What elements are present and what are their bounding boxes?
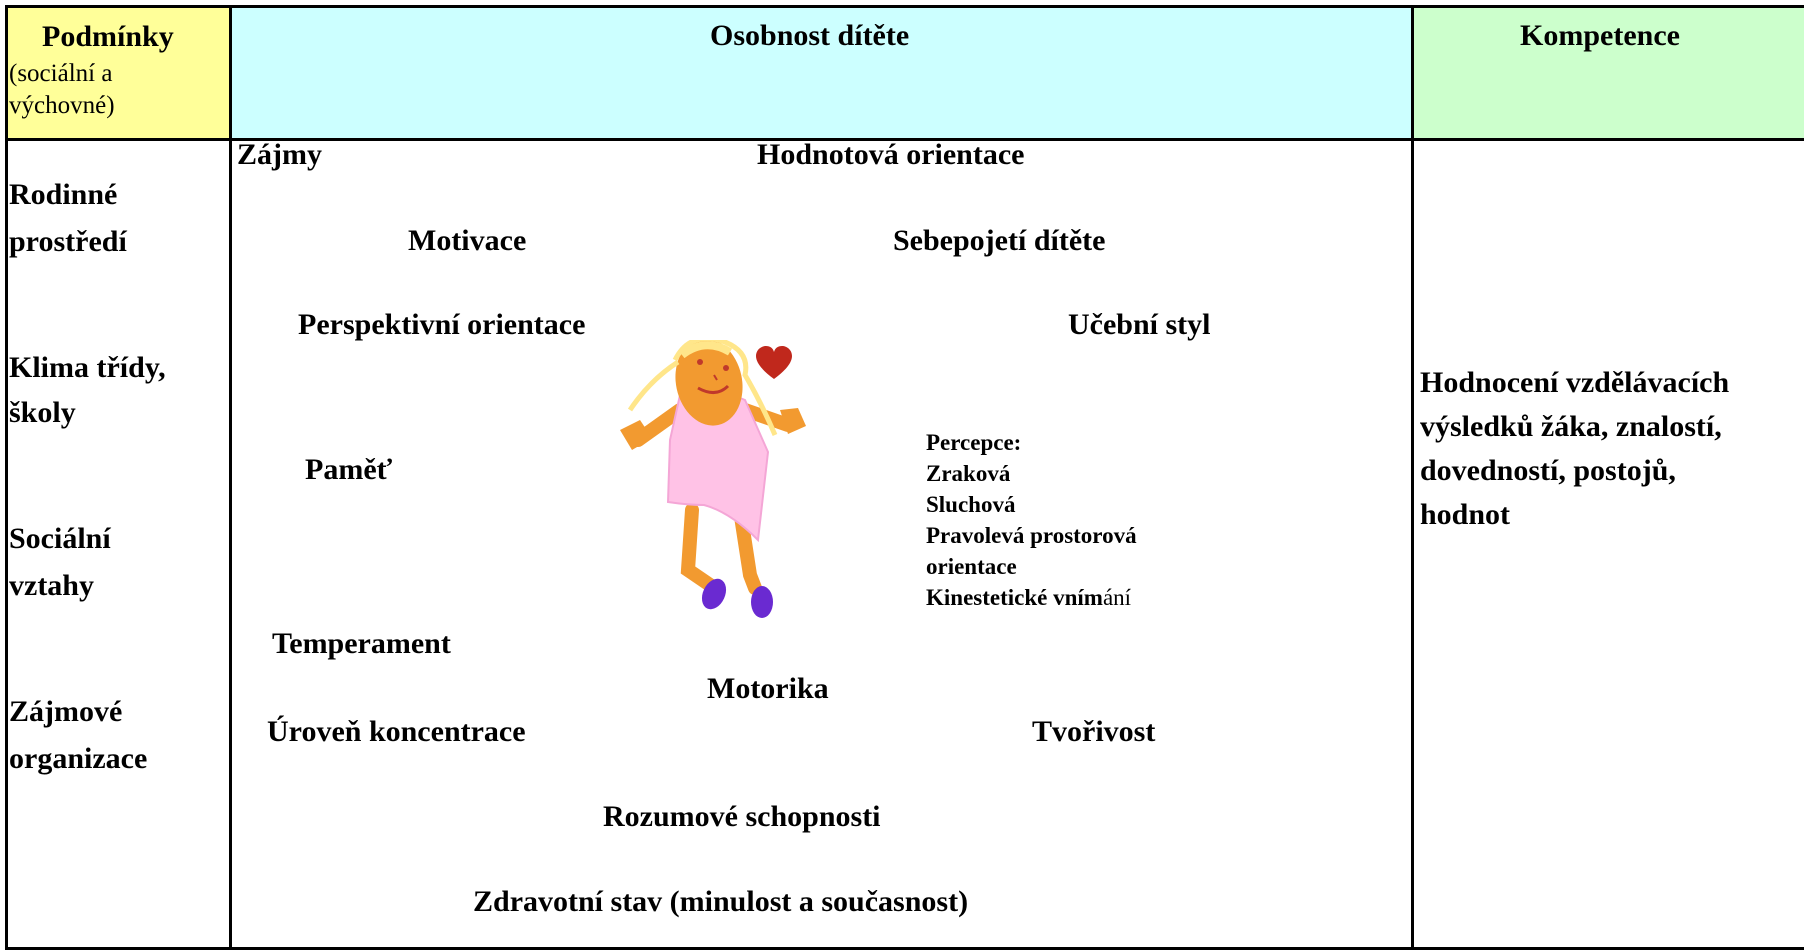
condition-org-1: Zájmové [9, 695, 123, 728]
trait-intellect: Rozumové schopnosti [603, 800, 881, 833]
trait-memory: Paměť [305, 453, 393, 486]
table-left-border [5, 5, 8, 950]
competence-title: Kompetence [1520, 19, 1680, 52]
header-divider [6, 138, 1804, 141]
trait-value-orientation: Hodnotová orientace [757, 138, 1025, 171]
condition-org-2: organizace [9, 742, 148, 775]
perception-left-right-2: orientace [926, 554, 1017, 579]
condition-social-2: vztahy [9, 569, 94, 602]
condition-climate-1: Klima třídy, [9, 351, 166, 384]
child-drawing-icon [620, 340, 806, 618]
trait-concentration: Úroveň koncentrace [267, 715, 526, 748]
perception-visual: Zraková [926, 461, 1011, 486]
trait-self-concept: Sebepojetí dítěte [893, 224, 1106, 257]
trait-temperament: Temperament [272, 627, 451, 660]
table-top-border [6, 5, 1804, 8]
trait-perspective: Perspektivní orientace [298, 308, 586, 341]
trait-motor: Motorika [707, 672, 829, 705]
competence-line-3: dovedností, postojů, [1420, 454, 1676, 487]
conditions-subtitle-1: (sociální a [9, 60, 113, 87]
competence-line-1: Hodnocení vzdělávacích [1420, 366, 1730, 399]
conditions-title: Podmínky [42, 20, 174, 53]
column-divider-left [229, 5, 232, 950]
perception-kinesthetic-bold: Kinestetické vním [926, 585, 1103, 610]
heart-icon [756, 346, 792, 379]
condition-family-2: prostředí [9, 225, 127, 258]
competence-header-cell [1412, 6, 1804, 139]
condition-climate-2: školy [9, 396, 76, 429]
perception-title: Percepce: [926, 430, 1022, 455]
competence-line-4: hodnot [1420, 498, 1511, 531]
condition-family-1: Rodinné [9, 178, 118, 211]
competence-line-2: výsledků žáka, znalostí, [1420, 410, 1722, 443]
perception-kinesthetic-normal: ání [1102, 585, 1132, 610]
column-divider-right [1411, 5, 1414, 950]
trait-learning-style: Učební styl [1068, 308, 1211, 341]
trait-health: Zdravotní stav (minulost a současnost) [473, 885, 969, 918]
trait-interests: Zájmy [237, 138, 322, 171]
personality-header-cell [231, 6, 1412, 139]
perception-auditory: Sluchová [926, 492, 1016, 517]
trait-motivation: Motivace [408, 224, 527, 257]
table-bottom-border [6, 947, 1804, 950]
trait-creativity: Tvořivost [1032, 715, 1156, 748]
perception-kinesthetic: Kinestetické vnímání [926, 583, 1131, 612]
personality-title: Osobnost dítěte [710, 19, 910, 52]
conditions-header-cell [6, 6, 231, 139]
perception-left-right-1: Pravolevá prostorová [926, 523, 1137, 548]
condition-social-1: Sociální [9, 522, 111, 555]
conditions-subtitle-2: výchovné) [9, 92, 115, 119]
